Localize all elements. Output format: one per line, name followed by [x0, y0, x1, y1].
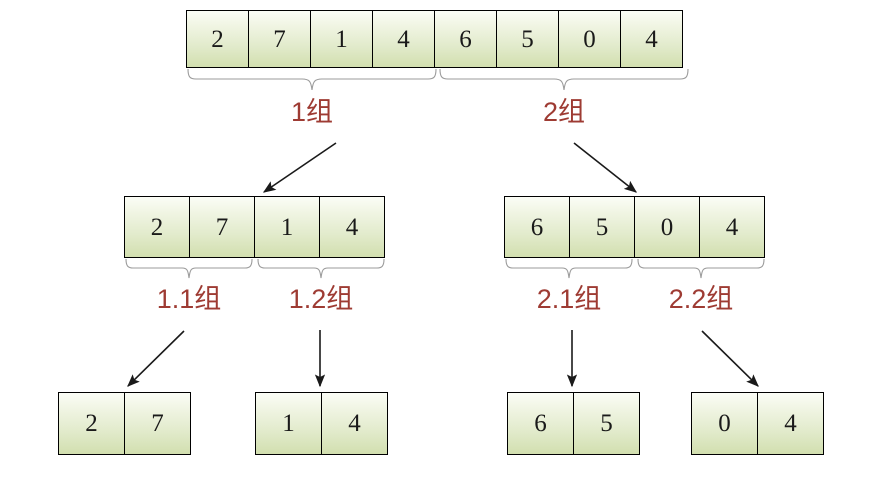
array-cell: 1 — [255, 392, 322, 455]
array-cell: 6 — [507, 392, 574, 455]
group-label-2-2: 2.2组 — [668, 284, 734, 314]
array-cell: 4 — [372, 10, 435, 68]
arrow-group-1-1 — [110, 328, 210, 394]
array-cell: 7 — [189, 196, 255, 258]
arrow-group-2-1 — [562, 328, 592, 394]
array-cell: 4 — [321, 392, 388, 455]
brace-group-2-1 — [504, 258, 635, 280]
mid-right-array: 6 5 0 4 — [504, 196, 765, 258]
array-cell: 4 — [319, 196, 385, 258]
mid-left-array: 2 7 1 4 — [124, 196, 385, 258]
array-cell: 5 — [496, 10, 559, 68]
leaf-array-1: 2 7 — [58, 392, 191, 455]
array-cell: 1 — [254, 196, 320, 258]
array-cell: 6 — [434, 10, 497, 68]
array-cell: 0 — [558, 10, 621, 68]
leaf-array-3: 6 5 — [507, 392, 640, 455]
array-cell: 2 — [124, 196, 190, 258]
brace-group-1-1 — [124, 258, 255, 280]
array-cell: 5 — [569, 196, 635, 258]
array-cell: 1 — [310, 10, 373, 68]
arrow-group-2-2 — [700, 328, 810, 394]
arrow-group-2 — [570, 140, 670, 202]
array-cell: 6 — [504, 196, 570, 258]
brace-group-2 — [438, 68, 690, 92]
array-cell: 7 — [124, 392, 191, 455]
group-label-1-2: 1.2组 — [288, 284, 354, 314]
leaf-array-2: 1 4 — [255, 392, 388, 455]
arrow-group-1 — [250, 140, 350, 202]
group-label-2: 2组 — [542, 97, 586, 127]
brace-group-1-2 — [256, 258, 387, 280]
array-cell: 7 — [248, 10, 311, 68]
group-label-1: 1组 — [290, 97, 334, 127]
array-cell: 0 — [634, 196, 700, 258]
brace-group-1 — [186, 68, 438, 92]
leaf-array-4: 0 4 — [691, 392, 824, 455]
brace-group-2-2 — [636, 258, 767, 280]
root-array: 2 7 1 4 6 5 0 4 — [186, 10, 683, 68]
group-label-2-1: 2.1组 — [536, 284, 602, 314]
array-cell: 0 — [691, 392, 758, 455]
array-cell: 4 — [757, 392, 824, 455]
array-cell: 2 — [186, 10, 249, 68]
group-label-1-1: 1.1组 — [156, 284, 222, 314]
arrow-group-1-2 — [310, 328, 340, 394]
array-cell: 4 — [699, 196, 765, 258]
array-cell: 5 — [573, 392, 640, 455]
array-cell: 4 — [620, 10, 683, 68]
array-cell: 2 — [58, 392, 125, 455]
